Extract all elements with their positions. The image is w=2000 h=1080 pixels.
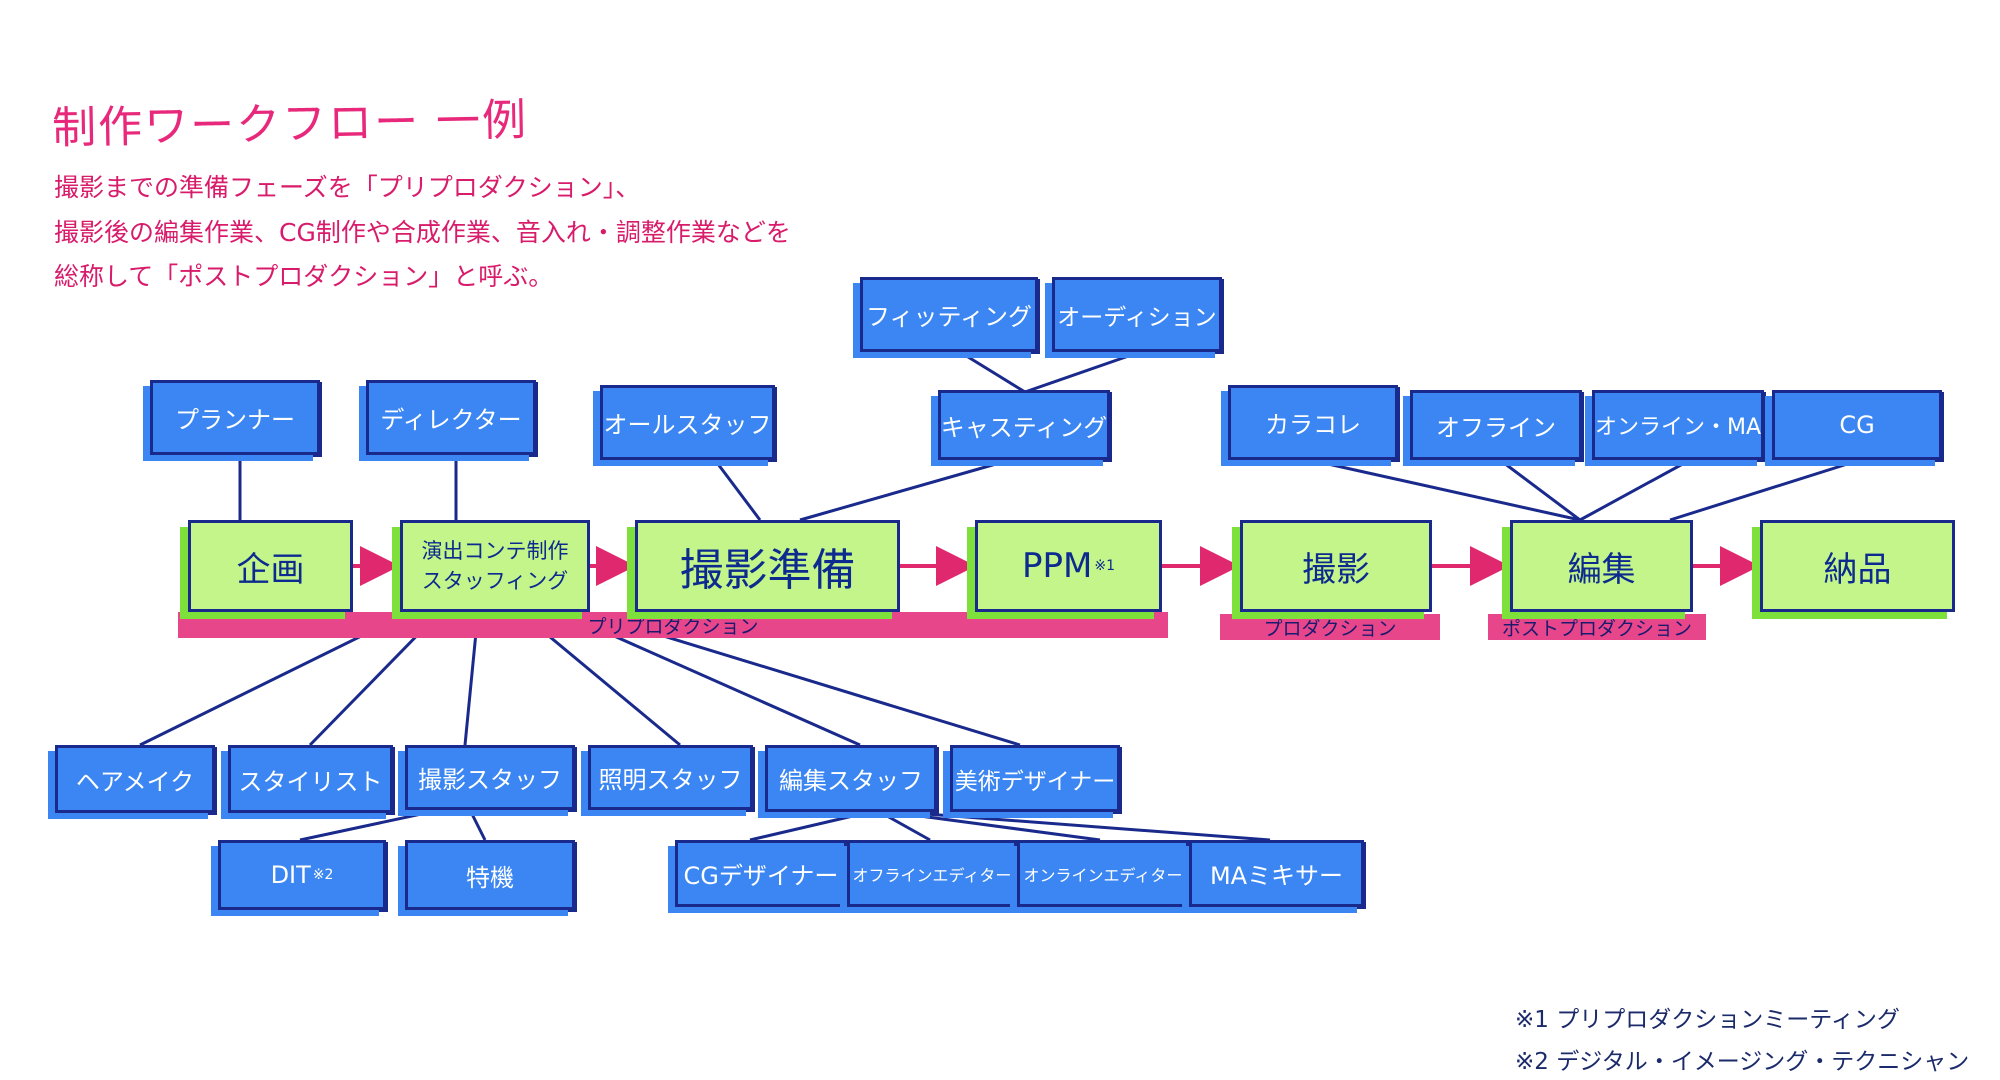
box-art-designer: 美術デザイナー [950,745,1120,812]
box-cg: CG [1772,390,1942,460]
phase-post-production: ポストプロダクション [1488,614,1706,640]
box-offline-editor: オフラインエディター [847,840,1017,907]
box-colorcorrect: カラコレ [1228,385,1398,460]
footnote-2: ※2 デジタル・イメージング・テクニシャン [1515,1049,1970,1075]
box-lighting-staff: 照明スタッフ [588,745,753,810]
line-allstaff [713,459,762,521]
box-satsuei: 撮影 [1240,520,1432,612]
line-cg [1669,458,1861,522]
box-ppm: PPM※1 [975,520,1162,612]
line-colorcorrect [1309,458,1581,522]
box-offline: オフライン [1410,390,1582,460]
box-planner: プランナー [150,380,320,455]
line-dit [299,808,441,842]
box-all-staff: オールスタッフ [600,385,775,460]
box-audition: オーディション [1052,277,1222,352]
box-nohin: 納品 [1760,520,1955,612]
line-fitting [959,350,1026,394]
line-offline [1499,458,1581,522]
box-dit: DIT※2 [218,840,386,910]
box-hairmake: ヘアメイク [55,745,215,813]
box-camera-staff: 撮影スタッフ [405,745,575,810]
box-director: ディレクター [366,380,536,455]
ppm-label: PPM [1022,546,1093,586]
footnote-1: ※1 プリプロダクションミーティング [1515,1007,1900,1033]
dit-label: DIT [270,861,311,889]
box-online-ma: オンライン・MA [1592,390,1764,460]
line-online [1579,458,1691,522]
box-fitting: フィッティング [860,277,1038,352]
box-stylist: スタイリスト [228,745,393,813]
description-line-1: 撮影までの準備フェーズを「プリプロダクション」、 [54,173,641,202]
box-edit-staff: 編集スタッフ [765,745,937,812]
box-henshu: 編集 [1510,520,1693,612]
box-satsuei-junbi: 撮影準備 [635,520,900,612]
ppm-footnote-mark: ※1 [1094,558,1115,574]
box-cg-designer: CGデザイナー [675,840,847,907]
line-cgdesigner [749,810,871,842]
description-line-2: 撮影後の編集作業、CG制作や合成作業、音入れ・調整作業などを [54,218,791,247]
dit-footnote-mark: ※2 [312,867,334,883]
line-offlineeditor [879,810,931,842]
box-ma-mixer: MAミキサー [1189,840,1364,907]
line-tokki [468,809,487,841]
line-audition [1024,350,1141,394]
line-onlineeditor [889,810,1101,842]
phase-pre-production: プリプロダクション [178,612,1168,638]
box-tokki: 特機 [405,840,575,910]
box-online-editor: オンラインエディター [1017,840,1189,907]
box-enshutsu-staffing: 演出コンテ制作 スタッフィング [400,520,590,612]
line-mamixer [899,810,1271,842]
phase-production: プロダクション [1220,614,1440,640]
line-casting [799,458,1011,522]
box-kikaku: 企画 [188,520,353,612]
description-line-3: 総称して「ポストプロダクション」と呼ぶ。 [54,262,554,291]
box-casting: キャスティング [938,390,1110,460]
